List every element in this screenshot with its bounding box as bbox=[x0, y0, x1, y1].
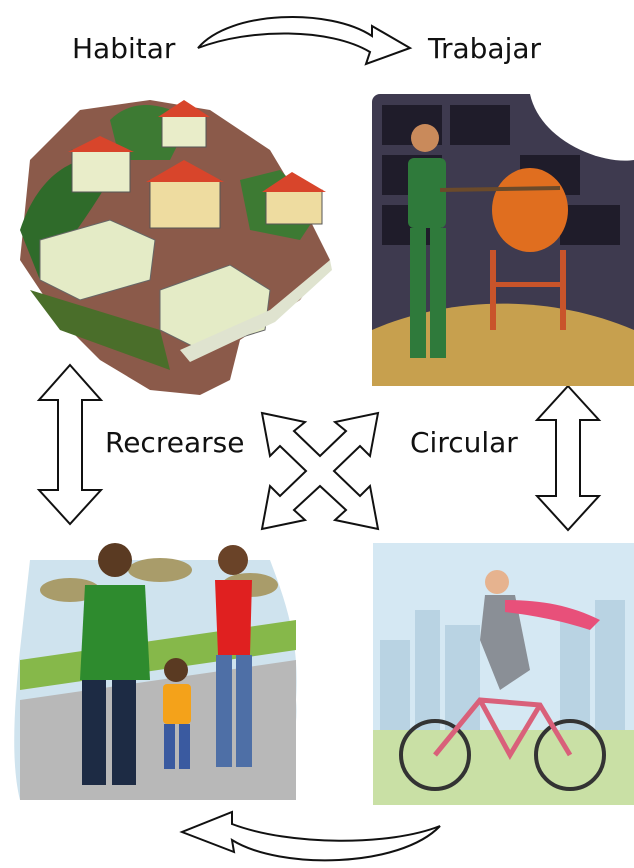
label-habitar: Habitar bbox=[72, 32, 176, 65]
cyclist-illustration bbox=[373, 543, 634, 805]
label-trabajar: Trabajar bbox=[428, 32, 542, 65]
label-recrearse: Recrearse bbox=[105, 426, 245, 459]
label-circular: Circular bbox=[410, 426, 518, 459]
double-arrow-left bbox=[36, 363, 104, 526]
houses-illustration bbox=[20, 100, 332, 395]
family-illustration bbox=[14, 543, 297, 800]
four-way-arrow bbox=[260, 411, 380, 531]
curved-arrow-bottom bbox=[179, 810, 441, 862]
curved-arrow-top bbox=[197, 16, 413, 66]
double-arrow-right bbox=[534, 384, 602, 532]
worker-illustration bbox=[372, 94, 634, 386]
